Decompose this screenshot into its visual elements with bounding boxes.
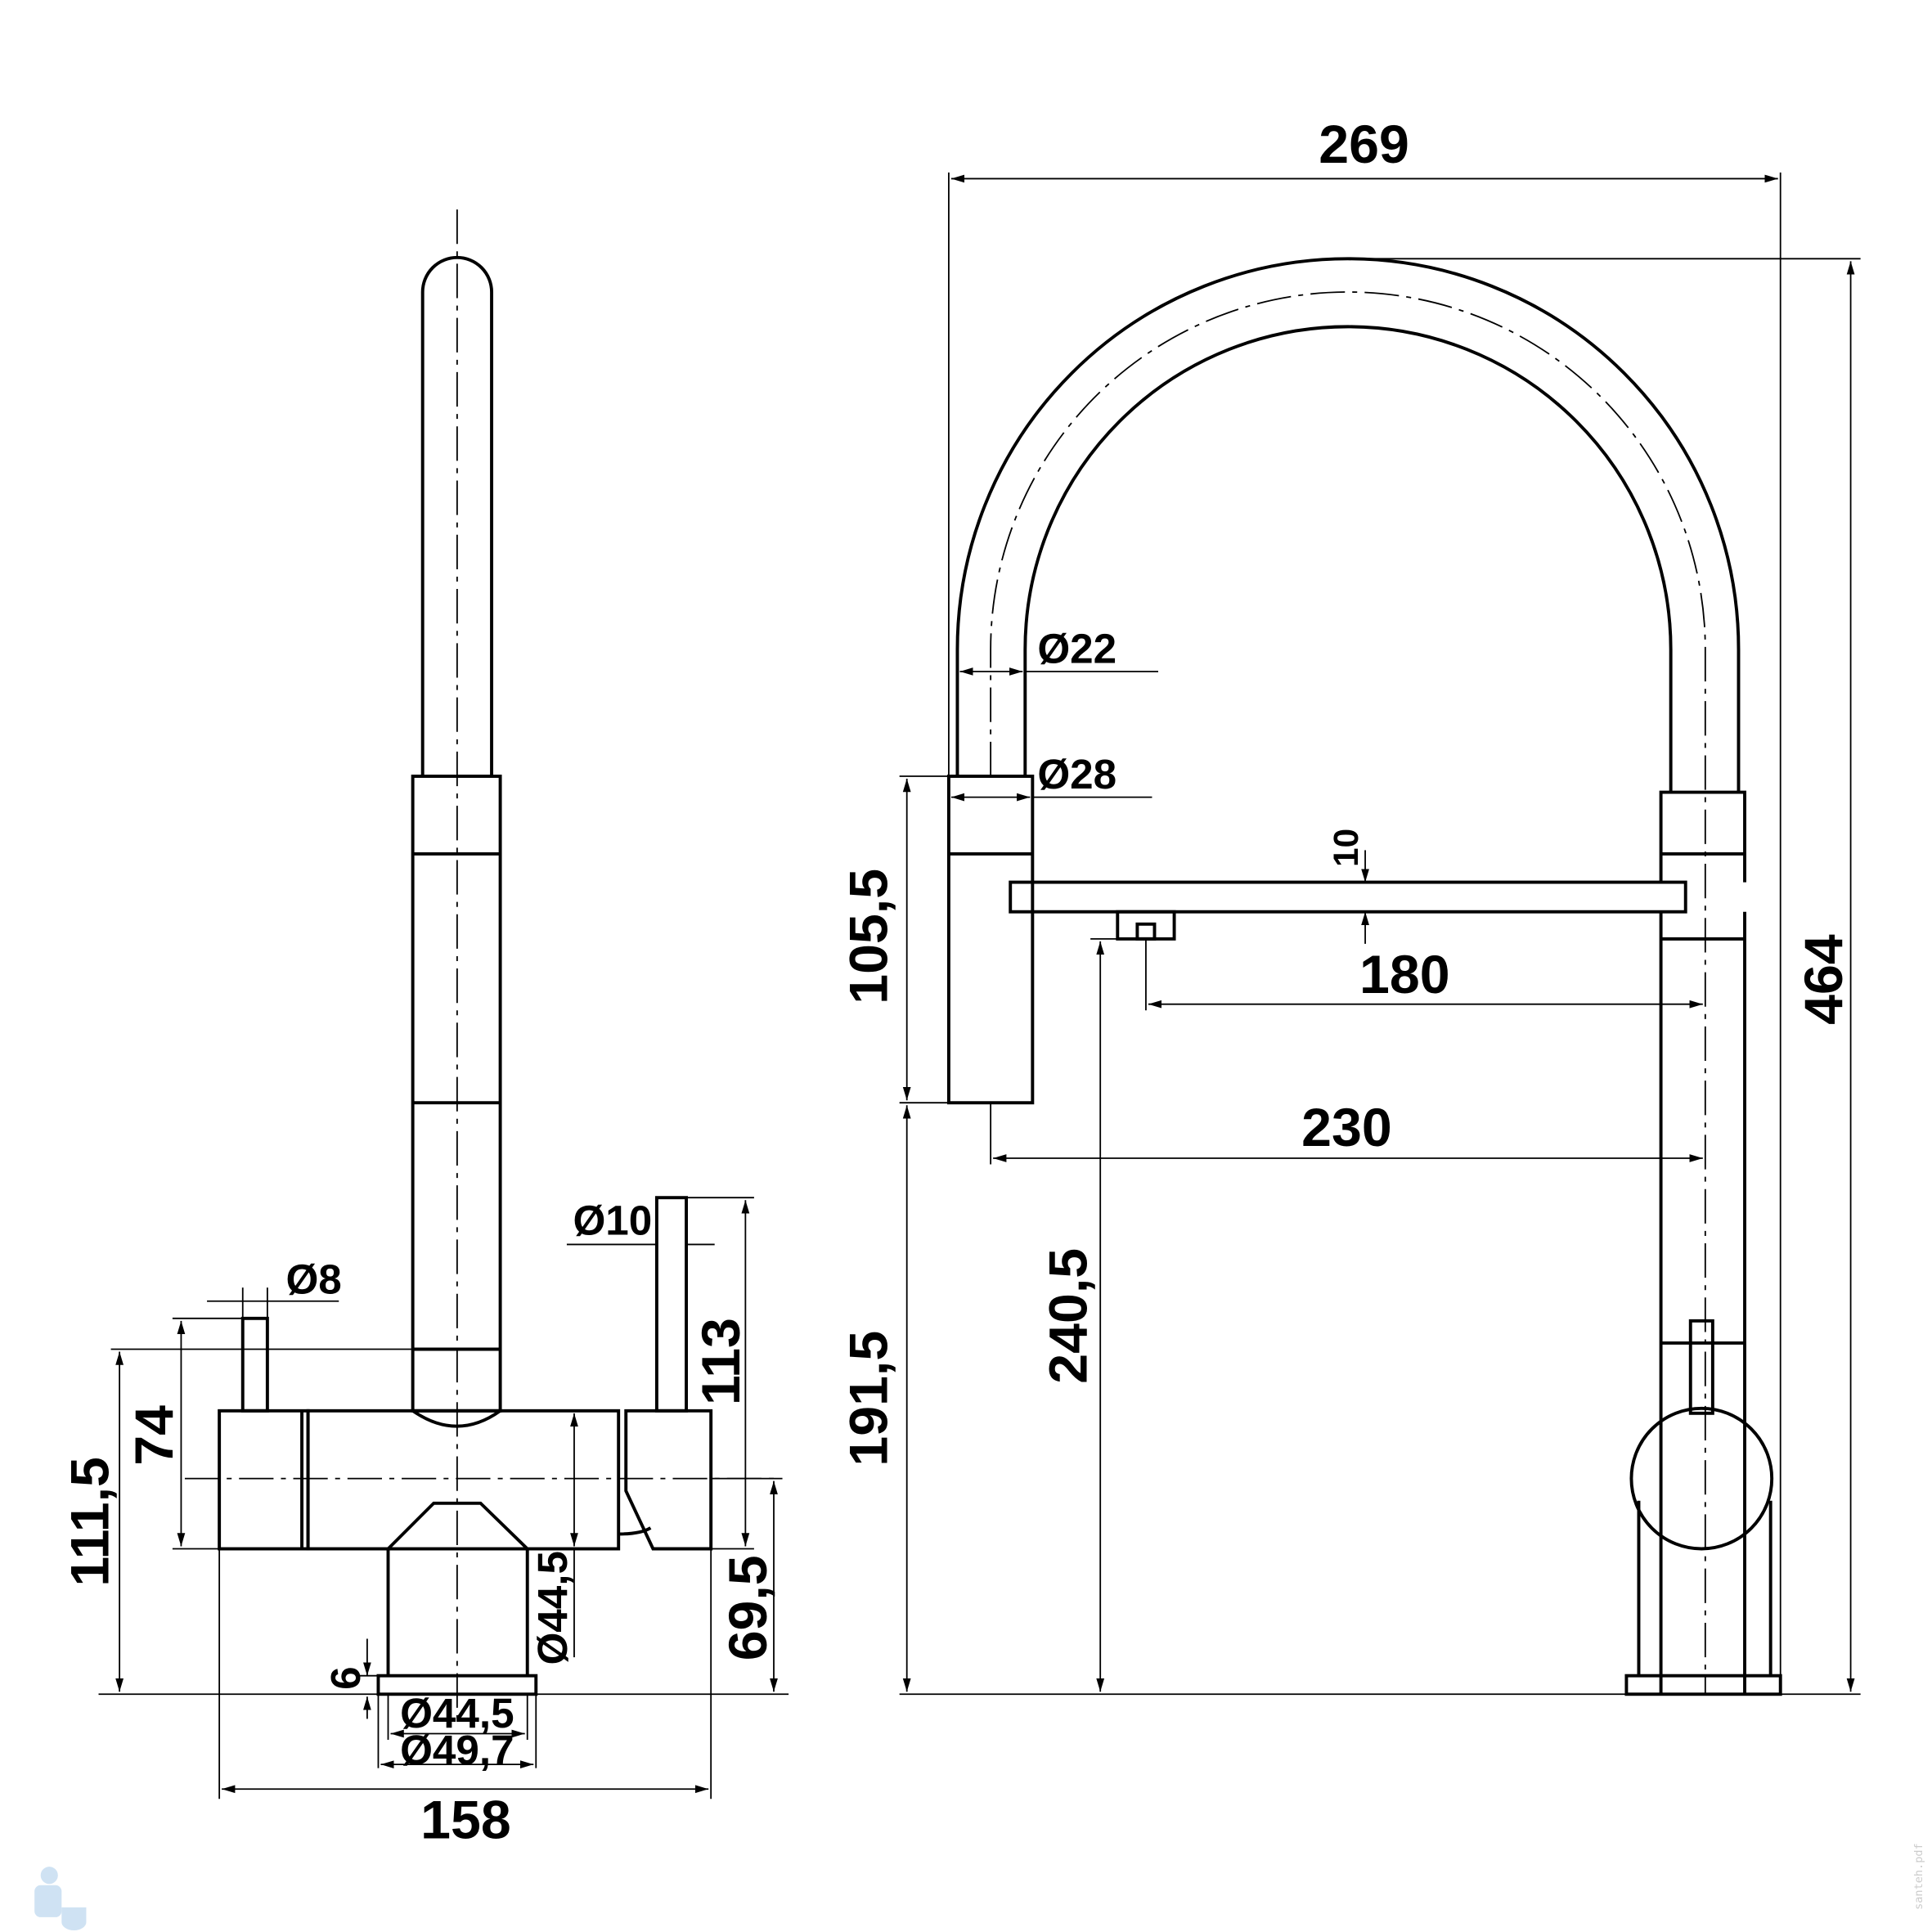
lever-pin [1688, 1319, 1714, 1415]
left-lever-pin [240, 1316, 269, 1413]
spout-arc-inner [1023, 325, 1673, 793]
front-view: 269 464 Ø22 Ø28 105,5 10 180 230 240,5 1… [839, 115, 1861, 1696]
spray-head [946, 775, 1035, 1105]
right-lever-pin [654, 1196, 689, 1413]
dim-d44-5-base: Ø44,5 [400, 1690, 514, 1737]
dim-h74: 74 [124, 1405, 185, 1466]
dim-h113: 113 [691, 1318, 752, 1405]
dim-d8: Ø8 [285, 1256, 341, 1303]
plumber-logo [34, 1867, 87, 1930]
dim-h191-5: 191,5 [839, 1331, 900, 1467]
spout-arc-outer [955, 257, 1741, 793]
dim-d49-7: Ø49,7 [400, 1727, 514, 1773]
dim-d44-5-body: Ø44,5 [529, 1551, 576, 1665]
body [306, 1409, 621, 1551]
spout-centerline [990, 291, 1706, 1695]
dim-d28: Ø28 [1037, 751, 1117, 798]
dim-w180: 180 [1359, 945, 1450, 1005]
dim-t10: 10 [1327, 829, 1365, 867]
right-handle [624, 1409, 713, 1551]
dim-h69-5: 69,5 [718, 1555, 779, 1660]
left-handle [218, 1409, 310, 1551]
base-neck [386, 1501, 529, 1676]
dim-d22: Ø22 [1037, 625, 1117, 672]
dim-w230: 230 [1301, 1098, 1392, 1158]
dim-w269: 269 [1319, 115, 1409, 175]
spout-tube [420, 255, 494, 777]
dim-h111-5: 111,5 [61, 1457, 121, 1587]
side-view: Ø8 Ø10 74 111,5 113 69,5 Ø44,5 6 Ø44,5 Ø… [61, 209, 789, 1851]
base-plate [1624, 1674, 1782, 1696]
dim-w158: 158 [420, 1790, 511, 1851]
watermark-text: santeh.pdf [1912, 1843, 1925, 1910]
pull-bar [1009, 880, 1687, 914]
dim-h6: 6 [322, 1666, 369, 1689]
dim-h464: 464 [1794, 934, 1854, 1025]
dim-d10: Ø10 [573, 1197, 652, 1243]
dim-h240-5: 240,5 [1039, 1248, 1099, 1384]
body-column [1659, 790, 1746, 1695]
dim-h105-5: 105,5 [839, 869, 900, 1004]
lever-handle [1629, 1406, 1774, 1551]
